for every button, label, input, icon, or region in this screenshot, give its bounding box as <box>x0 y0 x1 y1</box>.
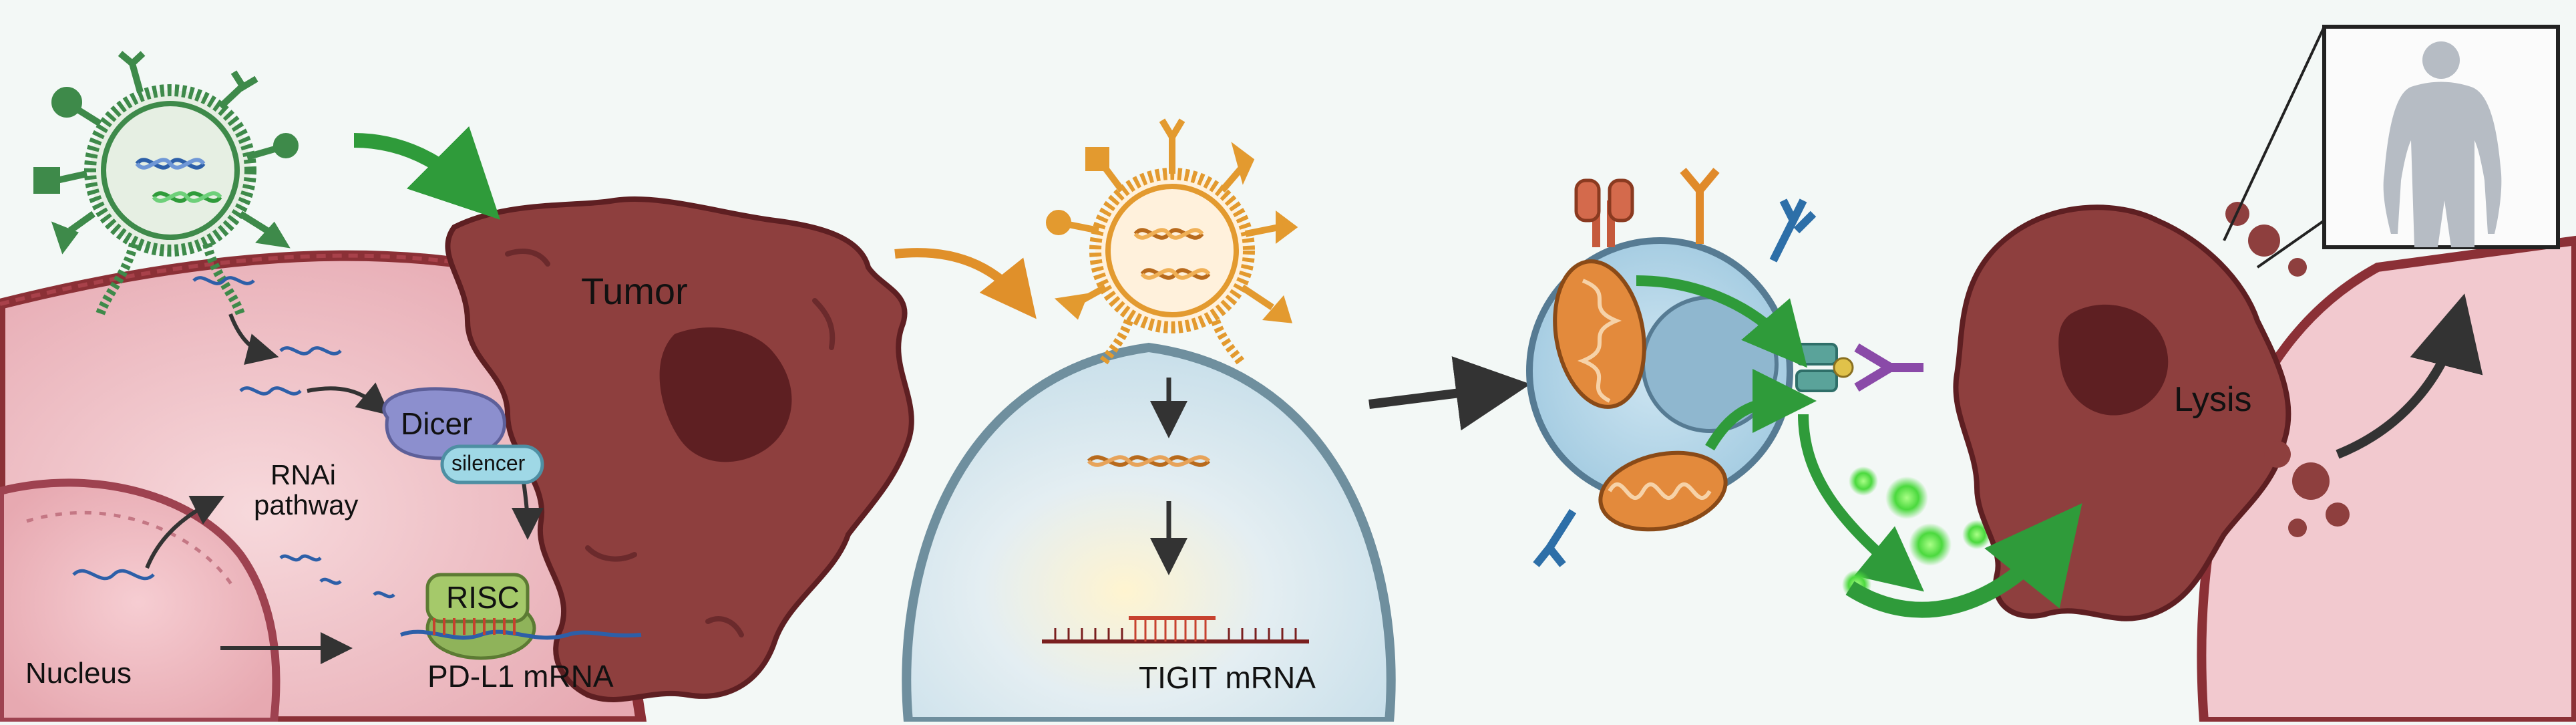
dicer-label: Dicer <box>401 406 472 441</box>
rna-helix-icon <box>1087 455 1211 467</box>
silencer-label: silencer <box>451 451 526 475</box>
activated-t-cell <box>1526 168 1923 567</box>
arrow-icon <box>353 126 500 220</box>
pdl1-mrna-label: PD-L1 mRNA <box>427 659 614 694</box>
tigit-mrna-label: TIGIT mRNA <box>1139 660 1316 695</box>
rna-helix-icon <box>1133 228 1211 280</box>
risc-label: RISC <box>446 580 520 615</box>
nanoparticle-green <box>33 51 299 316</box>
lysis-label: Lysis <box>2174 380 2252 419</box>
nanoparticle-orange <box>1046 118 1298 368</box>
rnai-label-line2: pathway <box>254 489 358 521</box>
risc-complex: RISC <box>399 573 642 660</box>
mitochondrion-icon <box>1598 450 1728 532</box>
arrow-icon <box>1368 356 1531 431</box>
mitochondrion-icon <box>1553 259 1646 409</box>
nucleus <box>0 478 281 725</box>
arrow-icon <box>1636 275 1924 592</box>
rnai-label-line1: RNAi <box>270 459 336 490</box>
tumor-label: Tumor <box>581 270 688 312</box>
receptor-icon <box>33 51 299 255</box>
receptor-icon <box>1046 118 1298 323</box>
nucleus-label: Nucleus <box>25 657 132 690</box>
receptor-icon <box>1795 343 1923 392</box>
patient-inset <box>2223 25 2560 269</box>
arrow-icon <box>2336 293 2483 459</box>
receptor-icon <box>1533 168 1817 567</box>
dicer-complex: Dicer silencer <box>382 387 544 484</box>
rna-helix-icon <box>135 158 206 170</box>
rna-helix-icon <box>72 276 395 599</box>
arrow-icon <box>894 248 1037 319</box>
tigit-mrna <box>1042 616 1309 643</box>
tumor-mass: Tumor <box>445 196 914 702</box>
human-body-icon <box>2383 41 2502 247</box>
arrow-icon <box>1845 503 2082 618</box>
